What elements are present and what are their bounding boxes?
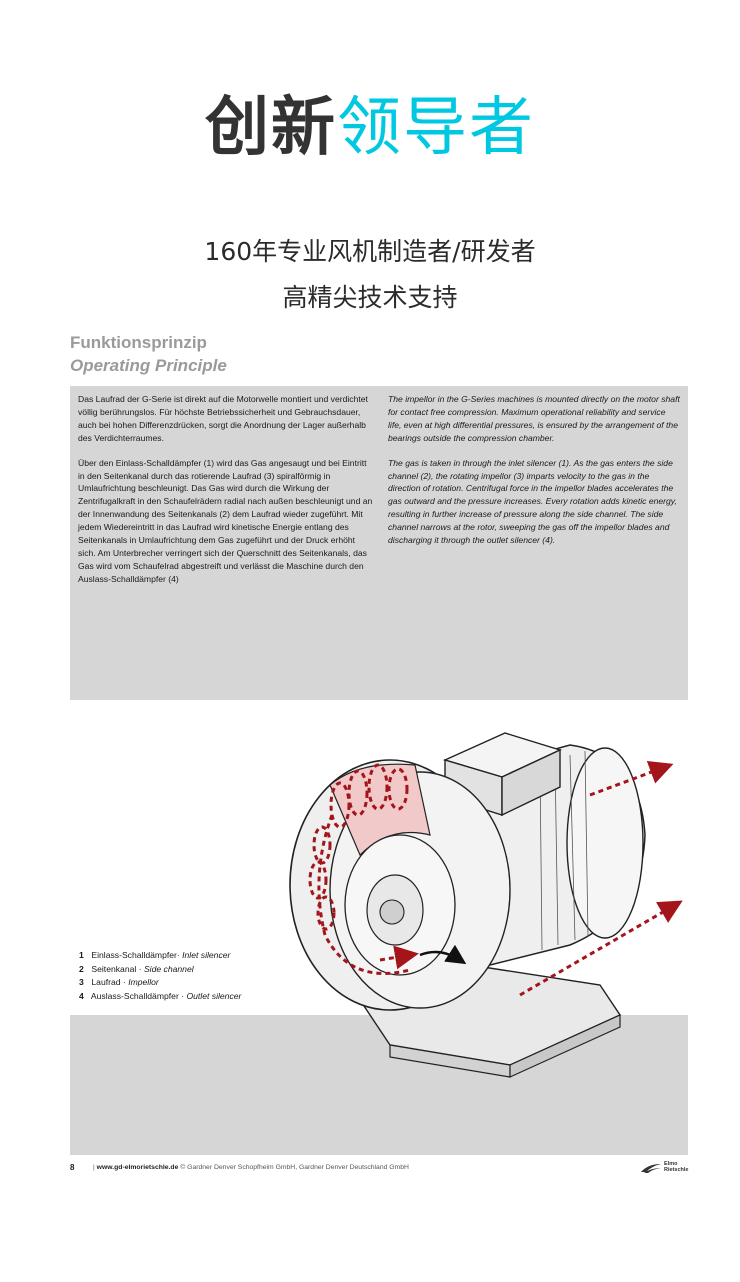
legend-item: 2 Seitenkanal · Side channel [79, 963, 194, 974]
footer: 8 | www.gd-elmorietschle.de © Gardner De… [70, 1161, 689, 1178]
headline: 创新领导者 [0, 88, 740, 168]
footer-credits: | www.gd-elmorietschle.de © Gardner Denv… [93, 1164, 409, 1171]
english-column: The impellor in the G-Series machines is… [388, 393, 680, 559]
side-channel-blower-illustration [289, 732, 683, 1078]
english-paragraph-2: The gas is taken in through the inlet si… [388, 457, 677, 546]
copyright-text: © Gardner Denver Schopfheim GmbH, Gardne… [180, 1164, 409, 1171]
website-link[interactable]: www.gd-elmorietschle.de [96, 1164, 179, 1171]
blower-housing [289, 759, 511, 1011]
german-paragraph-1: Das Laufrad der G-Serie ist direkt auf d… [78, 394, 368, 443]
legend-item: 1 Einlass-Schalldämpfer· Inlet silencer [79, 950, 231, 960]
rotation-arrow [419, 944, 467, 965]
section-title-english: Operating Principle [70, 356, 227, 375]
german-paragraph-2: Über den Einlass-Schalldämpfer (1) wird … [78, 457, 373, 584]
legend-item: 4 Auslass-Schalldämpfer · Outlet silence… [79, 991, 242, 1002]
headline-part-dark: 创新 [205, 91, 337, 165]
section-title-german: Funktionsprinzip [70, 333, 207, 352]
legend-item: 3 Laufrad · Impellor [79, 977, 159, 988]
flow-path [308, 761, 683, 997]
page-number: 8 [70, 1163, 75, 1172]
subtitle-line-1: 160年专业风机制造者/研发者 [204, 237, 536, 266]
german-column: Das Laufrad der G-Serie ist direkt auf d… [78, 393, 374, 598]
brand-swoosh-icon [641, 1164, 661, 1173]
headline-part-accent: 领导者 [337, 91, 535, 165]
text-panel [70, 386, 688, 700]
legend: 1 Einlass-Schalldämpfer· Inlet silencer … [79, 949, 241, 1004]
subtitle-line-2: 高精尖技术支持 [282, 283, 458, 312]
english-paragraph-1: The impellor in the G-Series machines is… [388, 394, 680, 443]
